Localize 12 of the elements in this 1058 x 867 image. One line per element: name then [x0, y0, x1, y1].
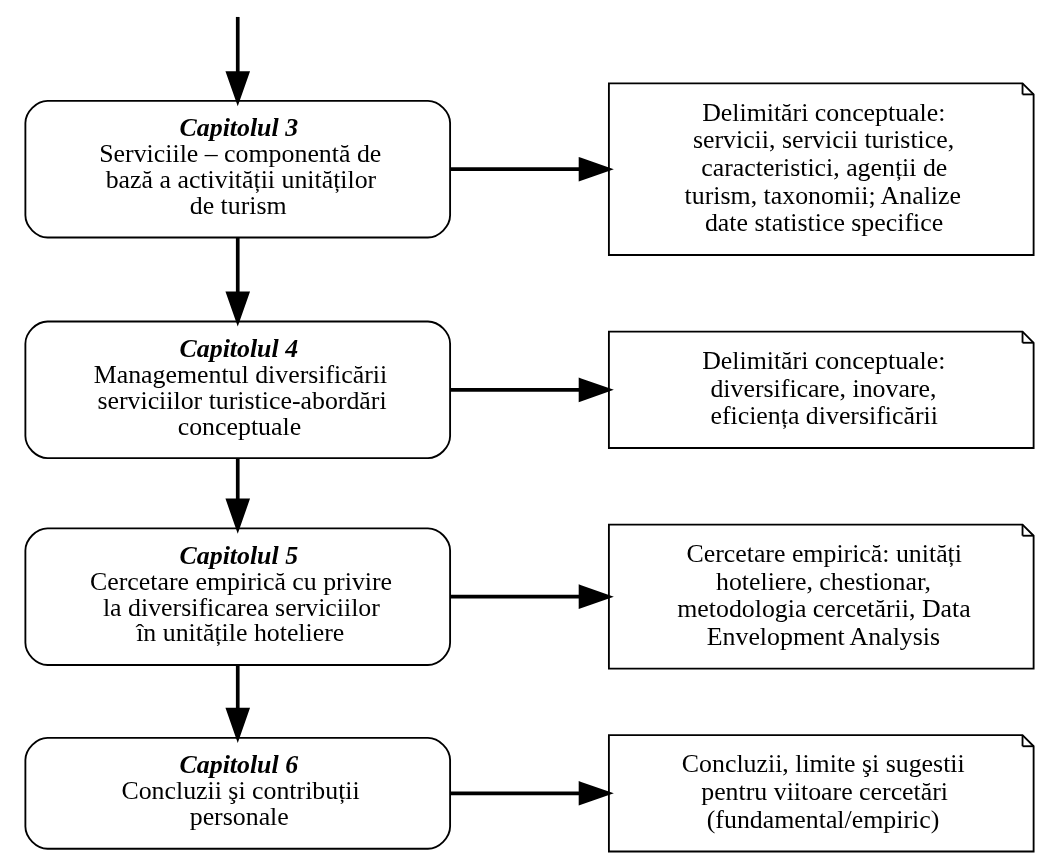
arrow: [224, 16, 250, 107]
node-box: Capitolul 6 Concluzii şi contribuții personale: [23, 737, 451, 850]
arrow: [449, 781, 614, 806]
arrow: [224, 665, 250, 743]
arrow: [449, 156, 614, 182]
arrow: [449, 584, 614, 609]
node-box: Capitolul 3 Serviciile – componentă de bază a activității unităților de turism: [23, 99, 451, 239]
node-box: Capitolul 5 Cercetare empirică cu privire la diversificarea serviciilor în unitățile hoteliere: [23, 527, 451, 666]
node-box: Capitolul 4 Managementul diversificării serviciilor turistice-abordări conceptuale: [23, 320, 451, 460]
arrow: [449, 377, 614, 403]
arrow: [224, 237, 250, 327]
arrow: [224, 458, 250, 534]
